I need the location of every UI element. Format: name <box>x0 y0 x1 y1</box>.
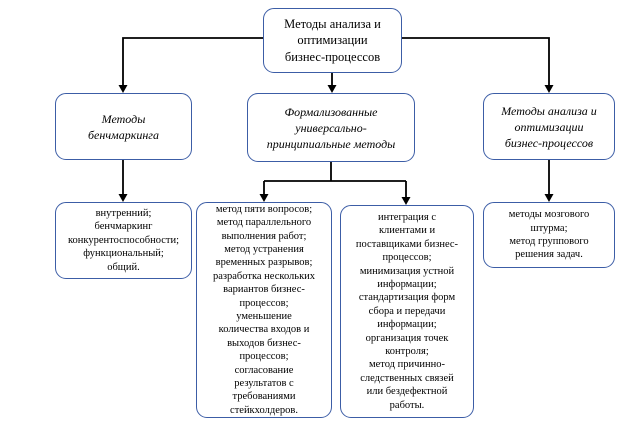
node-formalized-label: Формализованные универсально- принципиал… <box>266 104 396 151</box>
arrowhead-down-icon <box>544 194 554 202</box>
leaf-formalized-list-2-label: интеграция с клиентами и поставщиками би… <box>355 211 459 411</box>
node-analysis-optimization-methods: Методы анализа и оптимизации бизнес-проц… <box>483 93 615 160</box>
connector-analysis-to-group <box>544 160 554 202</box>
connector-root-to-formalized <box>327 73 337 93</box>
leaf-benchmarking-types: внутренний; бенчмаркинг конкурентоспособ… <box>55 202 192 279</box>
leaf-formalized-methods-list-1: метод пяти вопросов; метод параллельного… <box>196 202 332 418</box>
arrowhead-down-icon <box>544 85 554 93</box>
node-analysis-label: Методы анализа и оптимизации бизнес-проц… <box>501 103 597 150</box>
connector-formalized-to-lists <box>259 162 411 205</box>
node-root-label: Методы анализа и оптимизации бизнес-проц… <box>284 16 381 64</box>
node-formalized-methods: Формализованные универсально- принципиал… <box>247 93 415 162</box>
leaf-formalized-methods-list-2: интеграция с клиентами и поставщиками би… <box>340 205 474 418</box>
arrowhead-down-icon <box>259 194 269 202</box>
arrowhead-down-icon <box>118 85 128 93</box>
connector-root-to-benchmarking <box>118 37 263 93</box>
node-benchmarking-label: Методы бенчмаркинга <box>88 111 159 142</box>
arrowhead-down-icon <box>401 197 411 205</box>
leaf-formalized-list-1-label: метод пяти вопросов; метод параллельного… <box>212 203 316 416</box>
arrowhead-down-icon <box>118 194 128 202</box>
leaf-benchmarking-types-label: внутренний; бенчмаркинг конкурентоспособ… <box>67 207 180 273</box>
connector-root-to-analysis <box>402 37 554 93</box>
leaf-group-work-methods-label: методы мозгового штурма; метод групповог… <box>508 209 590 261</box>
connector-benchmarking-to-types <box>118 160 128 202</box>
node-benchmarking-methods: Методы бенчмаркинга <box>55 93 192 160</box>
leaf-group-work-methods: методы мозгового штурма; метод групповог… <box>483 202 615 268</box>
node-root-methods: Методы анализа и оптимизации бизнес-проц… <box>263 8 402 73</box>
arrowhead-down-icon <box>327 85 337 93</box>
